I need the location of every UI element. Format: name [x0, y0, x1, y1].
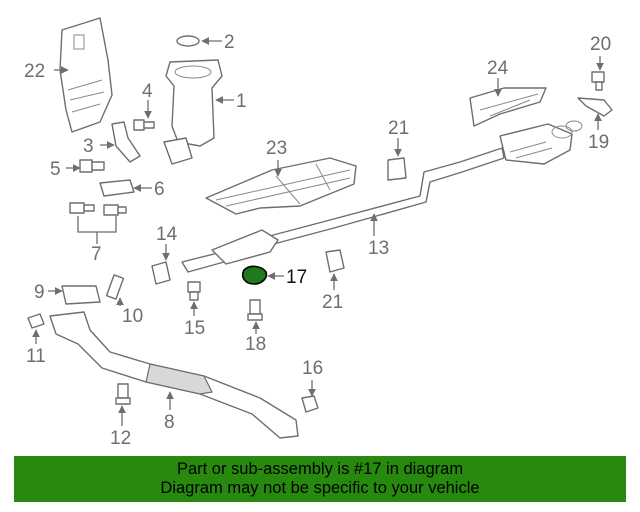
callout-15: 15 — [184, 318, 205, 339]
part-13-intermediate-pipe — [181, 147, 505, 273]
part-2-gasket — [176, 35, 200, 47]
callout-18: 18 — [245, 334, 266, 355]
part-21-hanger-upper — [387, 157, 407, 181]
part-18-bolt — [247, 299, 263, 321]
callout-19: 19 — [588, 132, 609, 153]
callout-13: 13 — [368, 238, 389, 259]
part-15-bolt — [187, 281, 201, 301]
part-1-catalytic-converter — [163, 59, 223, 165]
part-24-heat-shield — [469, 87, 547, 127]
part-7-studs — [69, 202, 127, 216]
part-5-bolt — [79, 159, 105, 173]
callout-labels: 1 2 3 4 5 6 7 8 9 10 11 12 13 14 15 16 1… — [24, 32, 611, 449]
callout-7: 7 — [91, 244, 102, 265]
callout-21-lower: 21 — [322, 292, 343, 313]
callout-6: 6 — [154, 179, 165, 200]
part-16-nut — [301, 395, 319, 413]
callout-23: 23 — [266, 138, 287, 159]
exhaust-system-diagram: 1 2 3 4 5 6 7 8 9 10 11 12 13 14 15 16 1… — [24, 17, 613, 449]
callout-10: 10 — [122, 306, 143, 327]
callout-4: 4 — [142, 81, 153, 102]
leader-lines — [32, 37, 604, 426]
part-9-gasket — [61, 285, 101, 305]
muffler — [499, 120, 583, 165]
callout-21-upper: 21 — [388, 118, 409, 139]
callout-9: 9 — [34, 282, 45, 303]
callout-14: 14 — [156, 224, 178, 245]
part-17-highlighted — [241, 265, 268, 285]
part-6-bracket — [99, 179, 135, 197]
part-19-tailpipe-tip — [577, 97, 613, 117]
part-10-stud — [105, 274, 125, 300]
part-4-bolt — [133, 119, 155, 131]
part-22-heat-shield — [59, 17, 113, 133]
callout-16: 16 — [302, 358, 323, 379]
banner-line-2: Diagram may not be specific to your vehi… — [160, 479, 480, 497]
callout-11: 11 — [26, 346, 46, 367]
info-banner: Part or sub-assembly is #17 in diagram D… — [14, 456, 626, 502]
callout-8: 8 — [164, 412, 175, 433]
part-23-heat-shield — [205, 157, 357, 215]
part-20-bolt — [591, 71, 605, 91]
part-21-hanger-lower — [325, 249, 345, 273]
part-14-gasket — [151, 261, 171, 285]
banner-line-1: Part or sub-assembly is #17 in diagram — [176, 460, 464, 478]
callout-12: 12 — [110, 428, 131, 449]
callout-5: 5 — [50, 159, 61, 180]
part-3-bracket — [111, 121, 141, 163]
callout-3: 3 — [83, 136, 94, 157]
callout-1: 1 — [236, 91, 247, 112]
callout-17: 17 — [286, 267, 307, 288]
callout-20: 20 — [590, 34, 611, 55]
part-12-bolt — [115, 383, 131, 405]
callout-24: 24 — [487, 58, 509, 79]
part-11-nut — [27, 313, 45, 329]
callout-22: 22 — [24, 61, 45, 82]
part-8-front-pipe — [49, 311, 299, 439]
callout-2: 2 — [224, 32, 235, 53]
